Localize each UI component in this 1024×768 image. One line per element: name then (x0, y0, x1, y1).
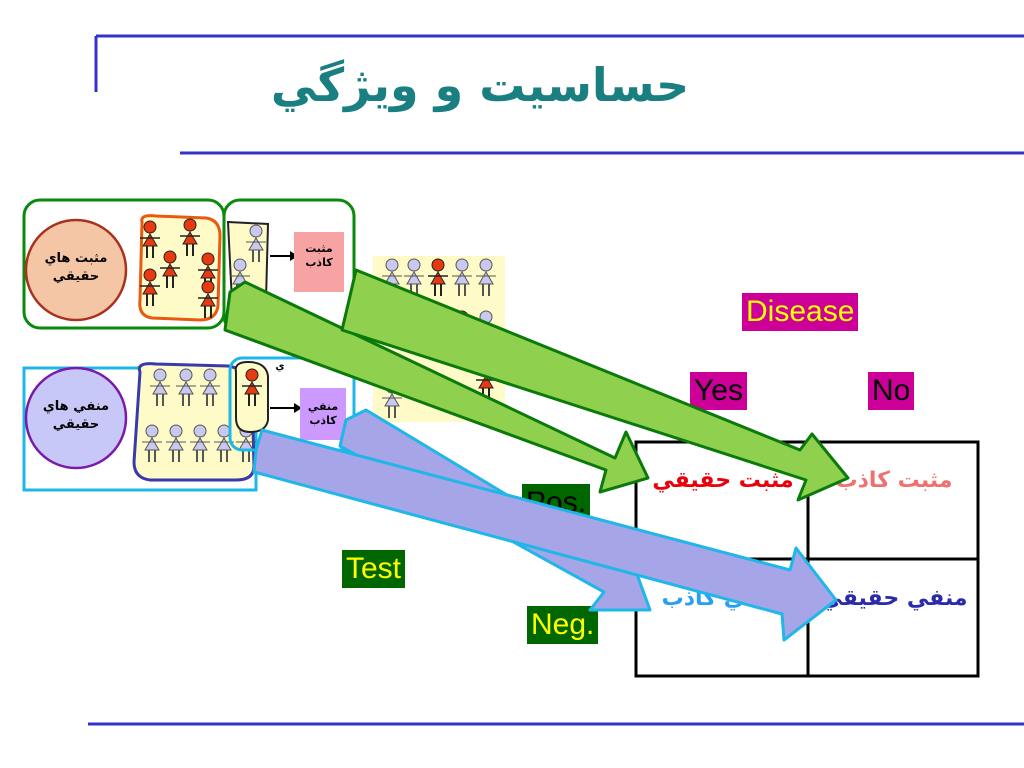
cell-true-negative: منفي حقيقي (820, 586, 968, 611)
true-negative-circle (24, 366, 128, 470)
false-positive-tag-label: مثبت كاذب (305, 242, 333, 269)
cell-false-positive: مثبت كاذب (835, 468, 953, 493)
true-positive-circle-label: مثبت هاي حقيقي (44, 251, 108, 284)
cell-true-positive: مثبت حقيقي (652, 468, 794, 493)
true-positive-circle (24, 218, 128, 322)
green-arrow-false-positive (340, 268, 850, 502)
test-label: Test (342, 550, 406, 588)
yes-label: Yes (690, 372, 747, 410)
blue-arrow-true-negative (252, 428, 838, 642)
green-arrow-true-positive (223, 280, 650, 494)
page-title: حساسيت و ويژگي (270, 58, 690, 112)
false-negative-tag (300, 388, 346, 440)
false-negative-people (234, 360, 269, 434)
false-positive-tag (294, 232, 344, 292)
no-label: No (868, 372, 915, 410)
disease-label: Disease (742, 293, 859, 331)
false-negative-tag-label: منفي كاذب (307, 400, 339, 427)
neg-label: Neg. (527, 606, 599, 644)
true-negative-circle-label: منفي هاي حقيقي (42, 399, 110, 432)
hidden-fragment: ي (275, 361, 285, 372)
